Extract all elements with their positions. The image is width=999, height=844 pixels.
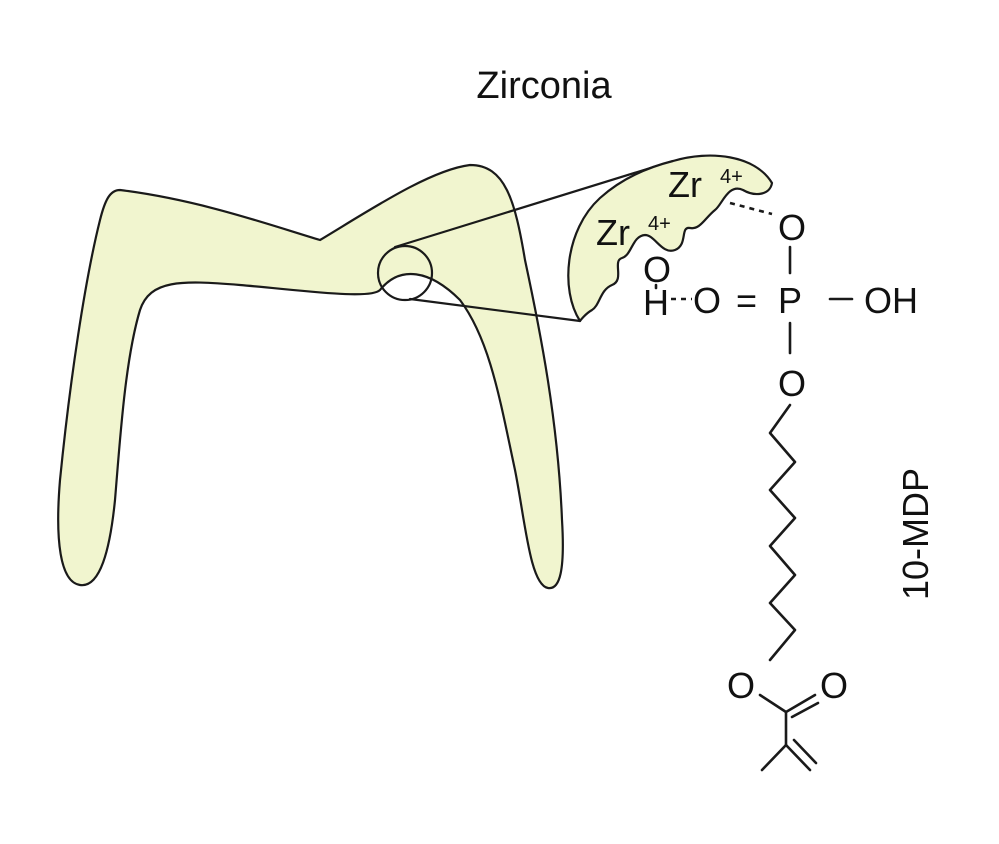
magnified-zirconia-surface (567, 154, 774, 323)
carbonyl-oxygen-label: O (820, 665, 848, 706)
zr-top-label: Zr (668, 164, 702, 205)
zr-top-charge: 4+ (720, 166, 743, 188)
carbonyl-double-bond (790, 701, 820, 719)
double-bond-sign: = (736, 280, 757, 321)
title-zirconia: Zirconia (476, 65, 612, 107)
zr-left-charge: 4+ (648, 213, 671, 235)
molecule-label-10mdp: 10-MDP (895, 468, 936, 600)
zoom-line-bottom (408, 297, 582, 323)
top-oxygen-label: O (778, 207, 806, 248)
alkene-double-bond-a (784, 743, 812, 772)
zr-o-coordination-bond (729, 201, 773, 216)
decyl-chain (768, 403, 797, 662)
hydroxyl-label: OH (864, 280, 918, 321)
ester-oxygen-label: O (727, 665, 755, 706)
alkene-double-bond-b (792, 738, 818, 765)
zr-left-label: Zr (596, 212, 630, 253)
alkene-methyl-bond (760, 743, 788, 772)
zirconia-crown-shape (57, 163, 564, 590)
surface-oxygen-label: O (643, 249, 671, 290)
phosphorus-label: P (778, 280, 802, 321)
phosphoryl-oxygen-label: O (693, 280, 721, 321)
zoom-line-top (393, 159, 675, 249)
bottom-oxygen-label: O (778, 363, 806, 404)
zoom-circle (376, 244, 434, 302)
